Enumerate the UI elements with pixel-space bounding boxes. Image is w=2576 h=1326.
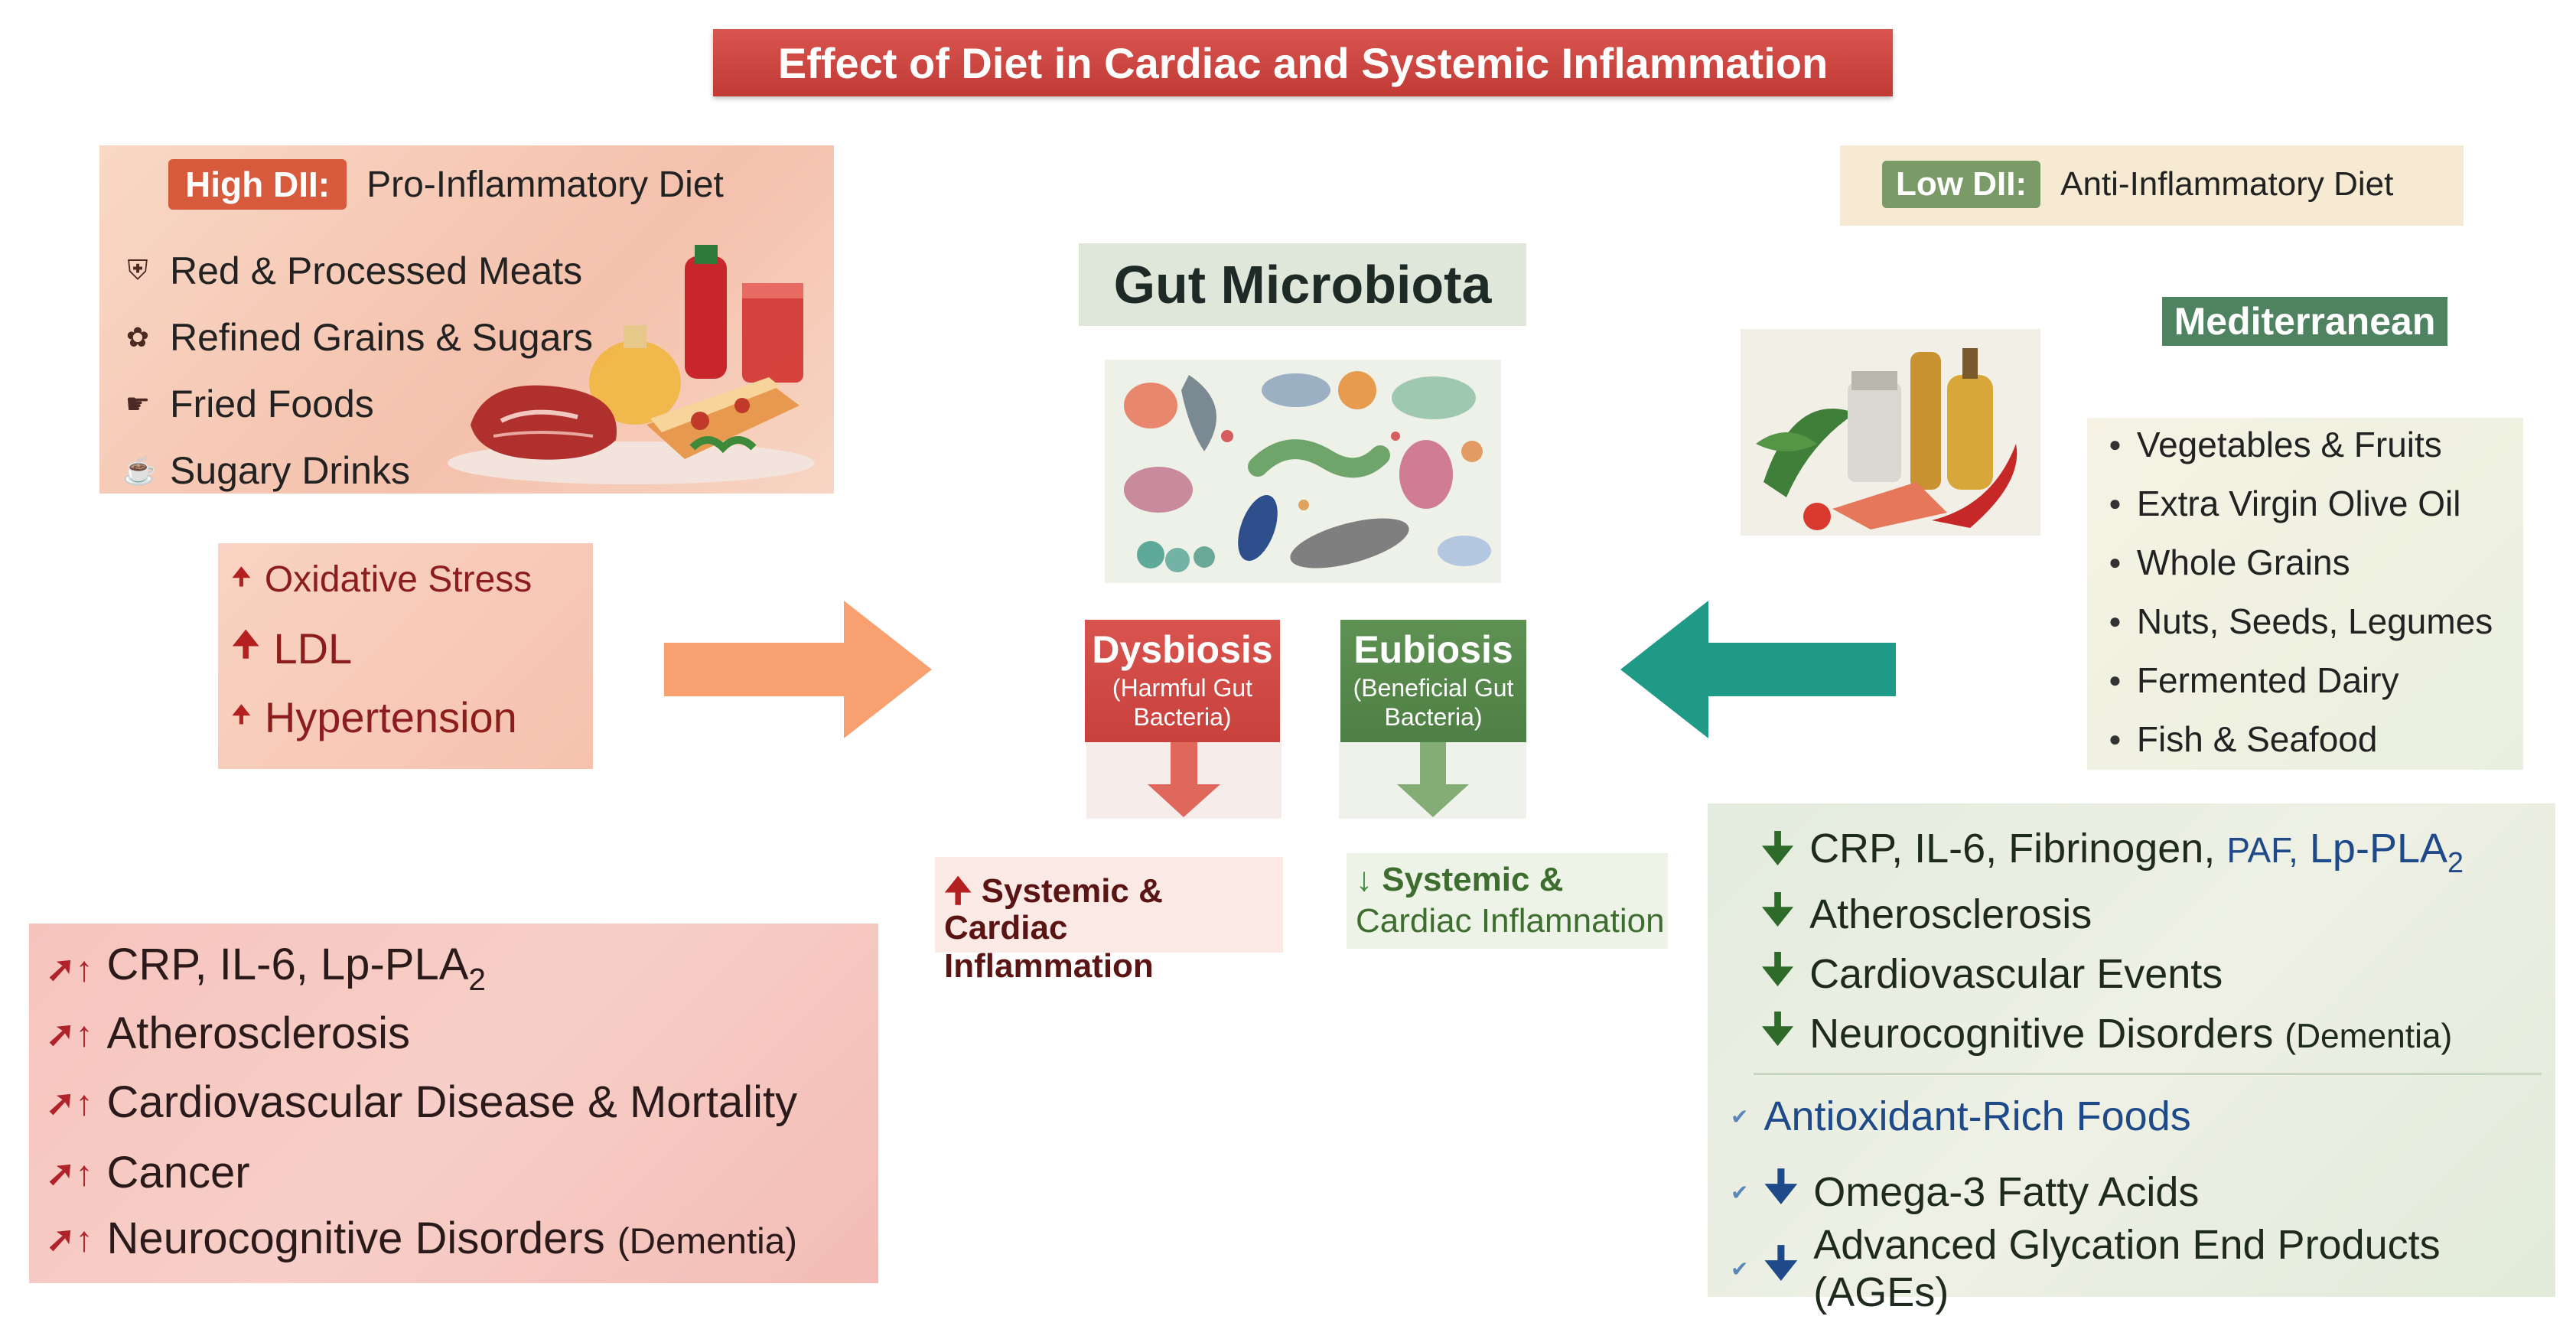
list-item: ➚↑ Neurocognitive Disorders (Dementia) <box>46 1214 798 1263</box>
dysbiosis-label: Dysbiosis (Harmful Gut Bacteria) <box>1085 620 1280 742</box>
high-dii-label: Pro-Inflammatory Diet <box>366 164 724 205</box>
microbiota-illustration <box>1105 360 1501 583</box>
list-item: ☕ Sugary Drinks <box>122 448 410 492</box>
list-item: 🠋 CRP, IL-6, Fibrinogen, PAF, Lp-PLA2 <box>1761 819 2464 887</box>
left-arrow-icon <box>1620 601 1896 738</box>
grain-icon: ✿ <box>125 321 150 353</box>
systemic-inflammation-increase: 🠉 Systemic & Cardiac Inflammation <box>935 857 1283 985</box>
double-up-arrow-icon: ➚↑ <box>46 1152 93 1193</box>
double-up-arrow-icon: ➚↑ <box>46 1082 93 1122</box>
list-item: ●Nuts, Seeds, Legumes <box>2109 601 2493 641</box>
down-arrow-icon <box>1339 742 1526 819</box>
list-item: ✔ 🠋 Advanced Glycation End Products (AGE… <box>1731 1222 2441 1315</box>
list-item: 🠋 Atherosclerosis <box>1761 880 2092 948</box>
down-arrow-icon: 🠋 <box>1761 1007 1795 1051</box>
down-arrow-icon: 🠋 <box>1761 888 1795 932</box>
processed-food-illustration <box>448 245 815 484</box>
up-arrow-icon: 🠉 <box>232 626 260 663</box>
down-arrow-icon: 🠋 <box>1761 947 1795 992</box>
down-arrow-icon: 🠋 <box>1763 1240 1799 1286</box>
bullet-icon: ✔ <box>1731 1180 1749 1204</box>
meat-icon: ⛨ <box>127 254 148 285</box>
double-up-arrow-icon: ➚↑ <box>46 1013 93 1054</box>
low-dii-badge: Low DII: <box>1882 161 2041 208</box>
down-arrow-icon <box>1086 742 1281 819</box>
down-arrow-icon: 🠋 <box>1761 826 1795 871</box>
bullet-icon: ✔ <box>1731 1104 1749 1129</box>
systemic-inflammation-decrease: ↓ Systemic & Cardiac Inflamnation <box>1347 853 1668 949</box>
pro-inflammatory-food-list: ⛨ Red & Processed Meats ✿ Refined Grains… <box>122 237 593 503</box>
list-item: ➚↑ Atherosclerosis <box>46 1008 411 1058</box>
low-dii-label: Anti-Inflammatory Diet <box>2060 165 2394 203</box>
list-item: 🠋 Cardiovascular Events <box>1761 940 2223 1008</box>
fries-icon: ☛ <box>125 387 151 419</box>
divider <box>1754 1073 2542 1075</box>
right-arrow-icon <box>664 601 932 738</box>
eubiosis-label: Eubiosis (Beneficial Gut Bacteria) <box>1340 620 1526 742</box>
list-item: 🠋 Neurocognitive Disorders (Dementia) <box>1761 999 2452 1067</box>
list-item: 🠉 Hypertension <box>232 693 517 741</box>
anti-inflammatory-food-list: ●Vegetables & Fruits ●Extra Virgin Olive… <box>2087 418 2523 770</box>
list-item: ●Whole Grains <box>2109 542 2350 582</box>
list-item: ●Fish & Seafood <box>2109 719 2378 759</box>
bullet-icon: ✔ <box>1731 1256 1749 1281</box>
list-item: ●Extra Virgin Olive Oil <box>2109 484 2461 523</box>
anti-inflammatory-outcomes: 🠋 CRP, IL-6, Fibrinogen, PAF, Lp-PLA2 🠋 … <box>1708 803 2555 1315</box>
list-item: ✔ 🠋 Omega-3 Fatty Acids <box>1731 1157 2199 1227</box>
list-item: ✿ Refined Grains & Sugars <box>122 304 593 370</box>
list-item: ●Fermented Dairy <box>2109 660 2399 700</box>
pro-inflammatory-outcomes: ➚↑ CRP, IL-6, Lp-PLA2 ➚↑ Atherosclerosis… <box>29 924 878 1283</box>
high-dii-badge: High DII: <box>168 159 347 210</box>
down-arrow-icon: ↓ <box>1356 861 1373 898</box>
list-item: ✔ Antioxidant-Rich Foods <box>1731 1093 2191 1139</box>
drink-icon: ☕ <box>122 454 157 486</box>
list-item: ⛨ Red & Processed Meats <box>122 237 593 304</box>
list-item: 🠉 LDL <box>232 620 352 677</box>
double-up-arrow-icon: ➚↑ <box>46 948 93 989</box>
list-item: ☛ Fried Foods <box>122 370 593 437</box>
low-dii-header: Low DII: Anti-Inflammatory Diet <box>1882 161 2393 208</box>
high-dii-header: High DII: Pro-Inflammatory Diet <box>168 159 724 210</box>
list-item: ➚↑ Cardiovascular Disease & Mortality <box>46 1077 798 1127</box>
list-item: ➚↑ Cancer <box>46 1148 250 1197</box>
pro-inflammatory-effects: 🠉 Oxidative Stress 🠉 LDL 🠉 Hypertension <box>218 543 593 769</box>
list-item: 🠉 Oxidative Stress <box>232 559 532 600</box>
gut-microbiota-title: Gut Microbiota <box>1079 243 1526 326</box>
down-arrow-icon: 🠋 <box>1763 1164 1799 1210</box>
mediterranean-food-illustration <box>1741 329 2040 536</box>
up-arrow-icon: 🠉 <box>232 702 251 728</box>
double-up-arrow-icon: ➚↑ <box>46 1218 93 1259</box>
mediterranean-label: Mediterranean <box>2162 297 2447 346</box>
up-arrow-icon: 🠉 <box>944 872 972 910</box>
low-dii-panel: Low DII: Anti-Inflammatory Diet <box>1840 145 2464 226</box>
list-item: ●Vegetables & Fruits <box>2109 425 2442 464</box>
page-title: Effect of Diet in Cardiac and Systemic I… <box>713 29 1893 96</box>
list-item: ➚↑ CRP, IL-6, Lp-PLA2 <box>46 940 486 998</box>
up-arrow-icon: 🠉 <box>232 565 251 590</box>
